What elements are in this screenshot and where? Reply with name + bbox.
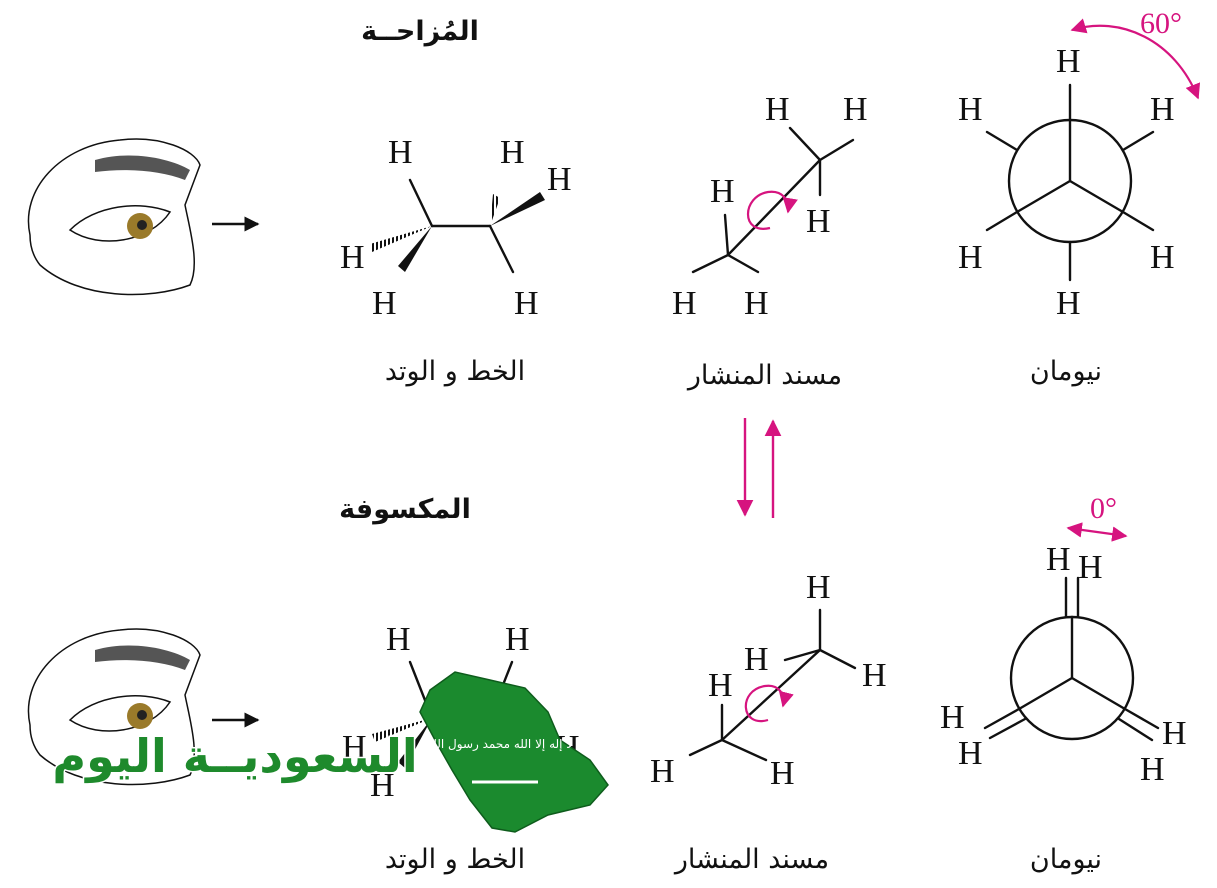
newman-label: نيومان xyxy=(1030,356,1102,387)
angle-label-60: 60° xyxy=(1140,7,1182,40)
h-atom: H xyxy=(370,767,395,804)
h-atom: H xyxy=(547,161,572,198)
h-atom: H xyxy=(505,621,530,658)
flag-shahada: لا إله إلا الله محمد رسول الله xyxy=(427,737,573,752)
staggered-title: المُزاحــة xyxy=(361,16,479,47)
watermark-text: السعوديــة اليوم xyxy=(52,729,417,783)
h-atom: H xyxy=(958,735,983,772)
h-atom: H xyxy=(372,285,397,322)
h-atom: H xyxy=(1078,549,1103,586)
h-atom: H xyxy=(514,285,539,322)
h-atom: H xyxy=(770,755,795,792)
h-atom: H xyxy=(1056,43,1081,80)
newman-staggered: H H H H H H 60° xyxy=(958,7,1201,322)
h-atom: H xyxy=(744,641,769,678)
h-atom: H xyxy=(672,285,697,322)
angle-label-0: 0° xyxy=(1090,492,1117,525)
h-atom: H xyxy=(340,239,365,276)
h-atom: H xyxy=(806,203,831,240)
h-atom: H xyxy=(1140,751,1165,788)
eye-icon xyxy=(27,628,201,786)
sawhorse-label: مسند المنشار xyxy=(673,844,829,875)
h-atom: H xyxy=(806,569,831,606)
h-atom: H xyxy=(843,91,868,128)
sawhorse-staggered: H H H H H H xyxy=(672,91,868,322)
h-atom: H xyxy=(958,91,983,128)
h-atom: H xyxy=(710,173,735,210)
eye-icon xyxy=(27,138,201,296)
sawhorse-label: مسند المنشار xyxy=(686,360,842,391)
h-atom: H xyxy=(1046,541,1071,578)
h-atom: H xyxy=(940,699,965,736)
saudi-map-icon: لا إله إلا الله محمد رسول الله xyxy=(419,671,609,833)
h-atom: H xyxy=(342,729,367,766)
eclipsed-title: المكسوفة xyxy=(339,494,471,525)
wedge-dash-staggered: H H H H H H xyxy=(340,134,572,322)
newman-eclipsed: H H H H H H 0° xyxy=(940,492,1187,788)
h-atom: H xyxy=(388,134,413,171)
sawhorse-eclipsed: H H H H H H xyxy=(650,569,887,792)
h-atom: H xyxy=(386,621,411,658)
h-atom: H xyxy=(958,239,983,276)
h-atom: H xyxy=(708,667,733,704)
h-atom: H xyxy=(1056,285,1081,322)
h-atom: H xyxy=(1150,239,1175,276)
wedge-dash-label: الخط و الوتد xyxy=(385,356,525,387)
h-atom: H xyxy=(1162,715,1187,752)
h-atom: H xyxy=(650,753,675,790)
h-atom: H xyxy=(500,134,525,171)
h-atom: H xyxy=(744,285,769,322)
newman-label: نيومان xyxy=(1030,844,1102,875)
h-atom: H xyxy=(862,657,887,694)
h-atom: H xyxy=(765,91,790,128)
equilibrium-arrows-icon xyxy=(736,418,782,518)
h-atom: H xyxy=(1150,91,1175,128)
wedge-dash-label: الخط و الوتد xyxy=(385,844,525,875)
